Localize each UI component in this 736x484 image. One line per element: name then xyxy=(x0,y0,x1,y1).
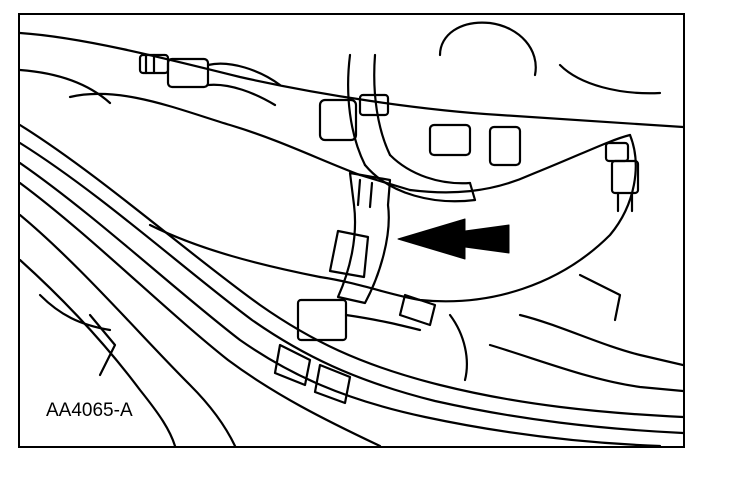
engine-housing xyxy=(20,21,683,129)
foreground-lines xyxy=(20,123,683,446)
bolt-top-left xyxy=(138,53,282,107)
bolt-right xyxy=(604,141,640,213)
mount-block xyxy=(296,293,437,342)
figure-label: AA4065-A xyxy=(46,400,133,421)
arrow-left-icon xyxy=(397,218,510,260)
hose-elbow xyxy=(318,53,522,203)
illustration-frame: AA4065-A xyxy=(18,13,685,448)
background-details xyxy=(38,273,683,393)
technical-illustration xyxy=(20,21,683,446)
hose-clip xyxy=(328,171,392,305)
